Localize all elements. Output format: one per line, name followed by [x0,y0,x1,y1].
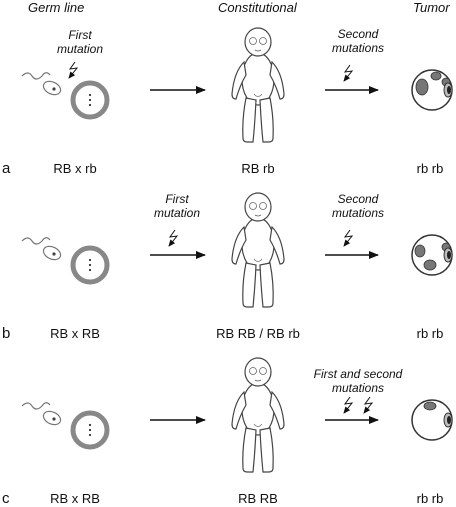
baby-figure-icon [231,192,285,308]
tumor-mutation-label-line: mutations [331,41,385,55]
egg-cell-icon [70,245,110,285]
row-a [21,27,453,143]
egg-cell-icon [70,80,110,120]
tumor-genotype: rb rb [416,326,444,341]
egg-cell-icon [70,410,110,450]
tumor-eye-icon [411,234,453,276]
row-letter: c [2,490,10,507]
mutation-bolt-icon [343,64,354,82]
header-germ-line: Germ line [28,0,85,15]
constitutional-genotype: RB rb [241,161,275,176]
tumor-genotype: rb rb [416,491,444,506]
middle-mutation-label-line: mutation [153,206,201,220]
mutation-bolt-icon [363,396,374,414]
sperm-icon [21,237,62,261]
header-constitutional: Constitutional [218,0,297,15]
mutation-bolt-icon [68,61,79,79]
middle-mutation-label-line: First [165,192,189,206]
row-letter: b [2,325,11,342]
row-c [21,357,453,473]
header-tumor: Tumor [413,0,450,15]
row-b [21,192,453,308]
germ-mutation-label-line: First [68,28,92,42]
constitutional-genotype: RB RB / RB rb [216,326,300,341]
tumor-eye-icon [411,69,453,111]
mutation-bolt-icon [343,396,354,414]
tumor-eye-icon [411,399,453,441]
mutation-bolt-icon [168,229,179,247]
germ-mutation-label-line: mutation [56,42,104,56]
baby-figure-icon [231,357,285,473]
constitutional-genotype: RB RB [238,491,278,506]
sperm-icon [21,72,62,96]
sperm-icon [21,402,62,426]
tumor-mutation-label-line: Second [337,192,379,206]
row-letter: a [2,160,11,177]
baby-figure-icon [231,27,285,143]
tumor-mutation-label-line: Second [337,27,379,41]
tumor-mutation-label-line: mutations [331,381,385,395]
germline-genotype: RB x rb [53,161,97,176]
germline-genotype: RB x RB [50,491,100,506]
tumor-mutation-label-line: mutations [331,206,385,220]
mutation-bolt-icon [343,229,354,247]
tumor-mutation-label-line: First and second [313,367,403,381]
germline-genotype: RB x RB [50,326,100,341]
tumor-genotype: rb rb [416,161,444,176]
